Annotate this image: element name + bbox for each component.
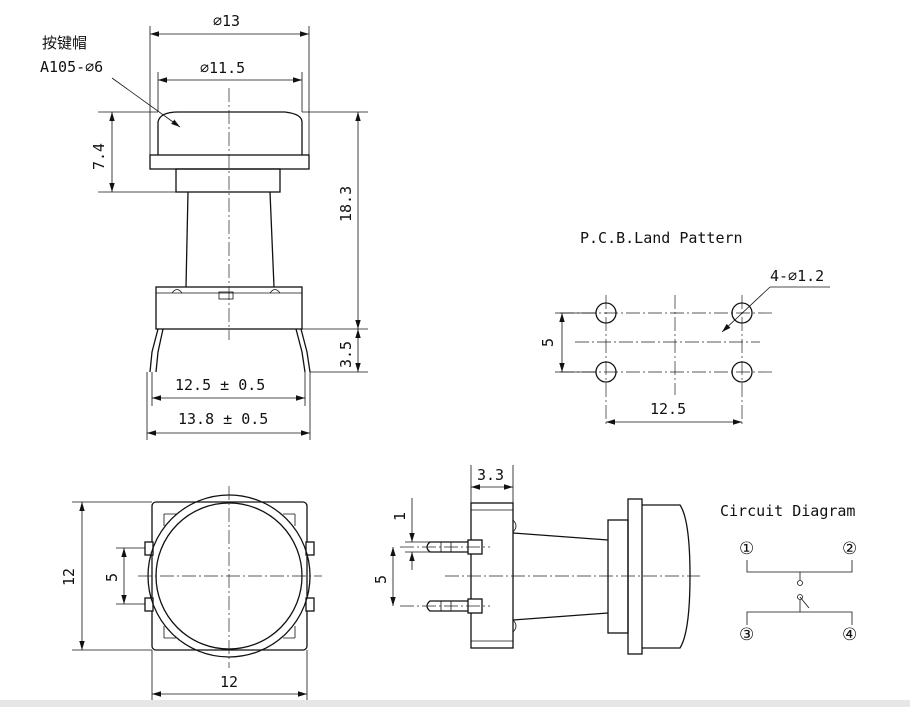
plan-dim-width: 12	[220, 673, 238, 691]
pcb-dim-vertical: 5	[539, 338, 557, 347]
cap-label-model: A105-⌀6	[40, 58, 103, 76]
dim-total-height: 18.3	[337, 186, 355, 222]
dim-outer-width: 13.8 ± 0.5	[178, 410, 268, 428]
plan-dim-height: 12	[60, 568, 78, 586]
bottom-scroll-band	[0, 700, 910, 707]
circuit-diagram: Circuit Diagram ① ② ③ ④	[720, 502, 857, 645]
circuit-pin-2: ②	[842, 539, 857, 559]
cap-label-cn: 按键帽	[42, 34, 87, 52]
side-dim-top: 3.3	[477, 466, 504, 484]
plan-view: 12 5 12	[60, 486, 322, 702]
dim-pin-pitch: 12.5 ± 0.5	[175, 376, 265, 394]
pcb-title: P.C.B.Land Pattern	[580, 229, 743, 247]
dim-cap-inner: ⌀11.5	[200, 59, 245, 77]
pcb-hole-spec: 4-⌀1.2	[770, 267, 824, 285]
front-view: ⌀13 ⌀11.5 按键帽 A105-⌀6 7.4 18.3 3.5 12.5 …	[40, 12, 368, 440]
pcb-land-pattern: P.C.B.Land Pattern 4-⌀1.2 5 12.5	[539, 229, 830, 425]
side-view: 3.3 1 5	[372, 465, 700, 655]
side-dim-pitch: 5	[372, 575, 390, 584]
plan-dim-inner: 5	[103, 573, 121, 582]
pcb-hole-2	[731, 302, 753, 324]
dim-pin-length: 3.5	[337, 341, 355, 368]
dim-cap-height: 7.4	[90, 143, 108, 170]
pcb-hole-4	[731, 361, 753, 383]
circuit-title: Circuit Diagram	[720, 502, 855, 520]
circuit-pin-1: ①	[739, 539, 754, 559]
dim-cap-outer: ⌀13	[213, 12, 240, 30]
circuit-pin-4: ④	[842, 625, 857, 645]
side-dim-pin: 1	[391, 512, 409, 521]
pcb-dim-horizontal: 12.5	[650, 400, 686, 418]
circuit-pin-3: ③	[739, 625, 754, 645]
